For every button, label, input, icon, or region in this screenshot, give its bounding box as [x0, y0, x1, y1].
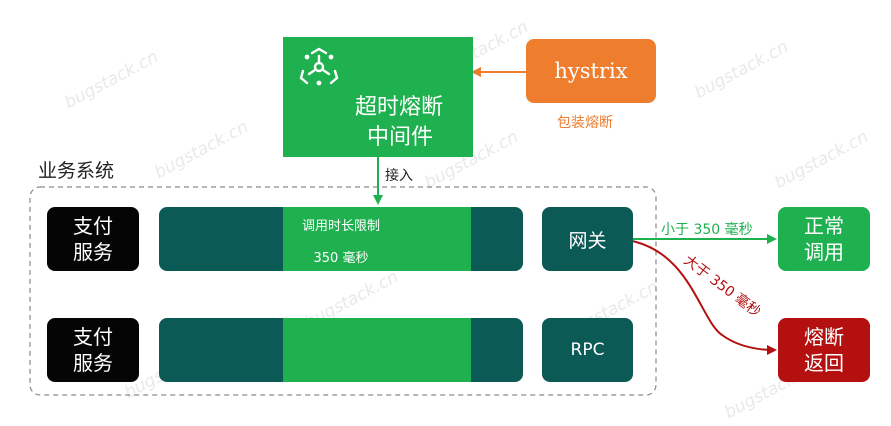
normal-call-box: 正常 调用 — [778, 207, 870, 271]
middleware-title-line2: 中间件 — [367, 125, 434, 150]
fuse-return-box: 熔断 返回 — [778, 318, 870, 382]
payment-service-box-2: 支付 服务 — [47, 318, 139, 382]
payment-service-box: 支付 服务 — [47, 207, 139, 271]
rpc-box: RPC — [542, 318, 633, 382]
fuse-return-label: 熔断 返回 — [804, 325, 844, 375]
rpc-label: RPC — [570, 340, 605, 360]
call-duration-title: 调用时长限制 — [301, 219, 380, 234]
hystrix-label: hystrix — [554, 59, 628, 83]
fuse-middleware-box: 超时熔断 中间件 — [283, 37, 473, 157]
rpc-duration-limit-segment — [283, 318, 471, 382]
payment-service-label: 支付 服务 — [73, 214, 113, 264]
gateway-label: 网关 — [568, 229, 607, 252]
payment-service-label-2: 支付 服务 — [73, 325, 113, 375]
hystrix-box: hystrix — [526, 39, 656, 103]
system-container — [29, 186, 657, 396]
call-duration-bar: 调用时长限制 350 毫秒 — [159, 207, 523, 271]
middleware-title-line1: 超时熔断 — [355, 95, 444, 120]
hystrix-caption: 包装熔断 — [557, 115, 613, 131]
call-duration-value: 350 毫秒 — [313, 251, 369, 266]
rpc-duration-bar — [159, 318, 523, 382]
gateway-box: 网关 — [542, 207, 633, 271]
system-label: 业务系统 — [38, 160, 115, 182]
fuse-condition: 大于 350 毫秒 — [681, 252, 764, 321]
normal-call-label: 正常 调用 — [804, 214, 844, 264]
recycle-nodes-icon — [299, 47, 339, 86]
fuse-arrow — [626, 239, 777, 355]
connect-label: 接入 — [385, 168, 413, 184]
call-duration-limit-segment — [283, 207, 471, 271]
normal-condition: 小于 350 毫秒 — [661, 221, 753, 238]
